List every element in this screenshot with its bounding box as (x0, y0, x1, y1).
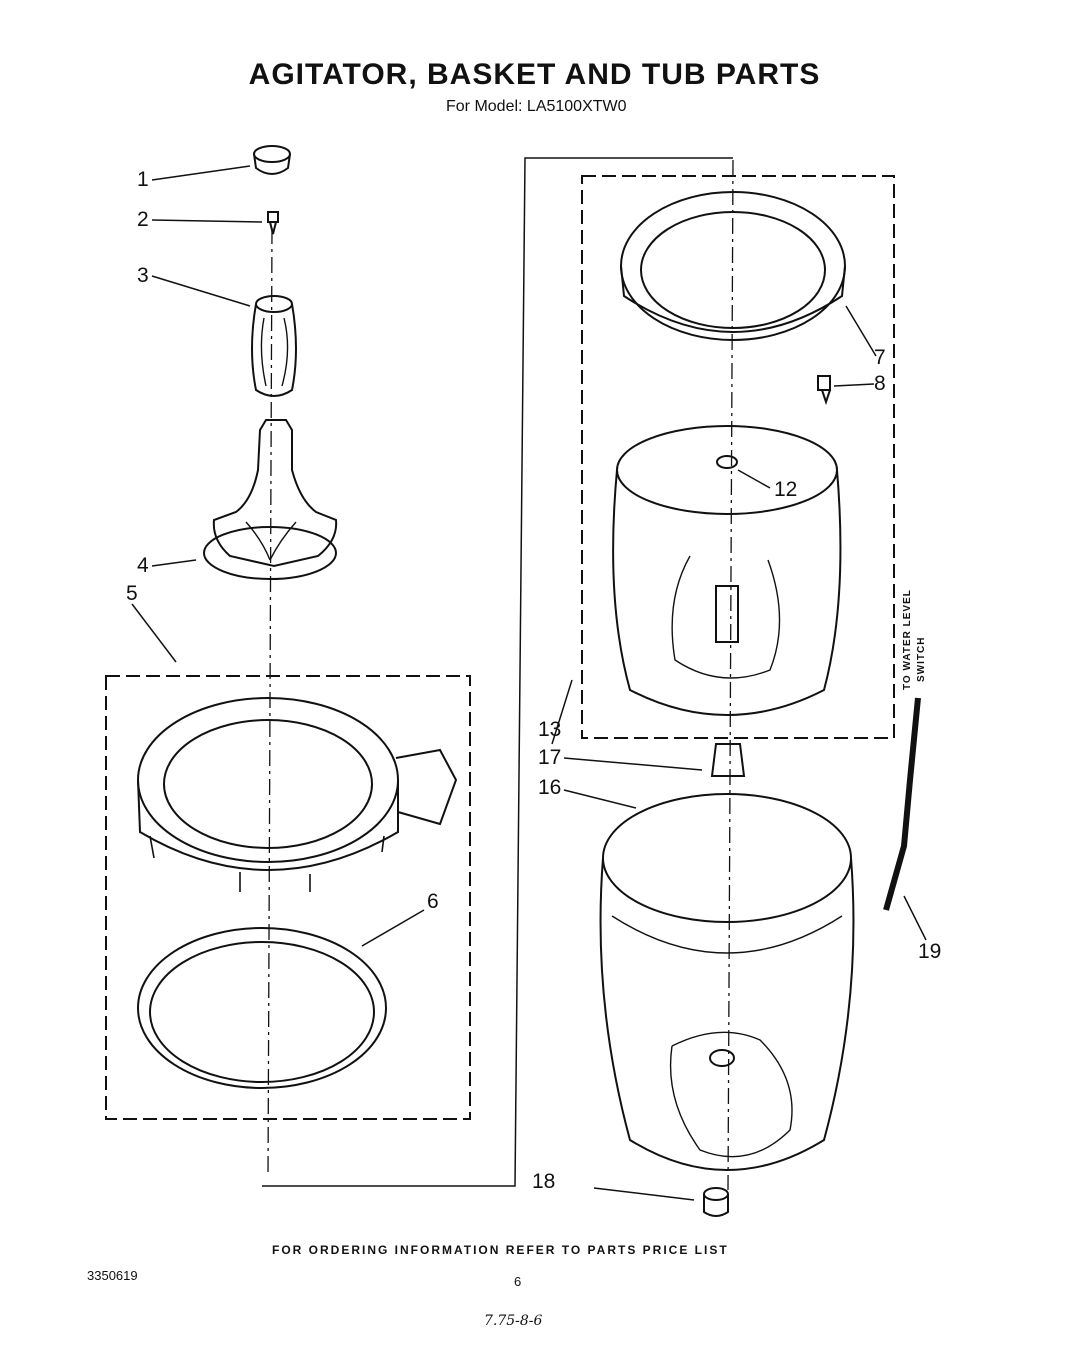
agitator-barrel-part (251, 295, 297, 397)
water-level-note-line2: SWITCH (916, 636, 927, 682)
assembly-box-13 (581, 175, 895, 739)
ordering-note: FOR ORDERING INFORMATION REFER TO PARTS … (272, 1243, 729, 1257)
axis-right (727, 159, 734, 1191)
water-level-note-line1: TO WATER LEVEL (902, 589, 913, 690)
screw-part (817, 375, 831, 406)
model-subtitle: For Model: LA5100XTW0 (446, 98, 627, 115)
callout-16: 16 (538, 776, 562, 799)
callout-3: 3 (137, 264, 149, 287)
axis-left (267, 227, 273, 1177)
balance-ring-part (620, 191, 846, 341)
callout-8: 8 (874, 372, 886, 395)
leader-lines (131, 165, 927, 1201)
tub-ring-part (137, 697, 458, 892)
callout-2: 2 (137, 208, 149, 231)
callout-13: 13 (538, 718, 562, 741)
water-level-hose-part (883, 697, 921, 911)
callout-12: 12 (774, 478, 798, 501)
callout-18: 18 (532, 1170, 556, 1193)
callout-7: 7 (874, 346, 886, 369)
tub-seal-part (137, 927, 387, 1089)
drain-fitting-part (703, 1187, 729, 1217)
callout-1: 1 (137, 168, 149, 191)
cam-bolt-part (267, 211, 279, 235)
document-number: 3350619 (87, 1268, 138, 1283)
agitator-cap-part (253, 145, 291, 175)
spin-basket-part (612, 425, 842, 716)
page-number: 6 (514, 1274, 522, 1289)
handwritten-note: 7.75-8-6 (484, 1313, 543, 1329)
callout-6: 6 (427, 890, 439, 913)
page-title: AGITATOR, BASKET AND TUB PARTS (248, 58, 821, 91)
callout-5: 5 (126, 582, 138, 605)
agitator-base-part (203, 419, 338, 580)
coupling-part (710, 743, 746, 777)
callout-19: 19 (918, 940, 942, 963)
bracket-line (262, 157, 733, 1187)
assembly-box-5 (105, 675, 471, 1120)
outer-tub-part (599, 793, 855, 1171)
callout-17: 17 (538, 746, 562, 769)
callout-4: 4 (137, 554, 149, 577)
